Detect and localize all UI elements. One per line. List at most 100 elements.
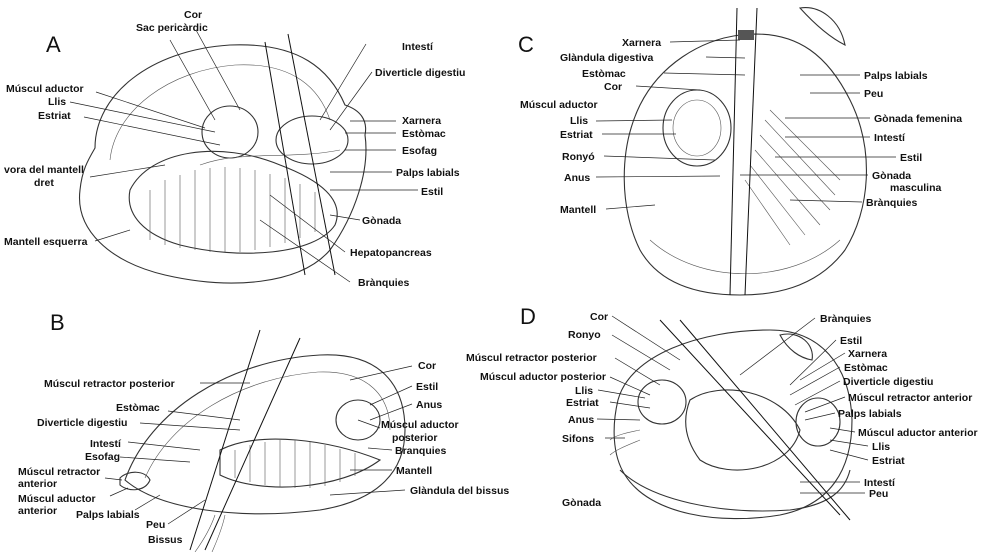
label-d-estriat-2: Estriat (872, 455, 905, 467)
label-b-branquies: Branquies (395, 445, 447, 457)
label-c-glandula-digestiva: Glàndula digestiva (560, 52, 654, 64)
label-d-muscul-retractor-posterior: Múscul retractor posterior (466, 352, 597, 364)
label-d-estriat-1: Estriat (566, 397, 599, 409)
panel-d-mantle-edge (620, 470, 850, 511)
label-d-anus: Anus (568, 414, 594, 426)
label-c-estil: Estil (900, 152, 922, 164)
label-c-anus: Anus (564, 172, 590, 184)
label-d-estomac: Estòmac (844, 362, 888, 374)
label-d-palps-labials: Palps labials (838, 408, 902, 420)
panel-b: B Cor Múscul retractor posterior Es (18, 310, 509, 552)
label-c-branquies: Brànquies (866, 197, 918, 209)
label-b-esofag: Esofag (85, 451, 120, 463)
label-d-diverticle-digestiu: Diverticle digestiu (843, 376, 933, 388)
label-c-gonada: Gònada (872, 170, 911, 182)
label-estil: Estil (421, 186, 443, 198)
panel-a: A Cor Sac pericàr (4, 9, 465, 289)
panel-c-hinge-mark (738, 30, 754, 40)
label-muscul-aductor: Múscul aductor (6, 83, 84, 95)
label-branquies: Brànquies (358, 277, 410, 289)
panel-c-shell (624, 34, 866, 295)
label-c-estriat: Estriat (560, 129, 593, 141)
label-c-cor: Cor (604, 81, 622, 93)
label-c-masculina: masculina (890, 182, 942, 194)
label-estomac: Estòmac (402, 128, 446, 140)
label-estriat: Estriat (38, 110, 71, 122)
label-gonada: Gònada (362, 215, 401, 227)
label-c-llis: Llis (570, 115, 588, 127)
panel-a-style (200, 150, 340, 165)
label-b-muscul-aductor: Múscul aductor (381, 419, 459, 431)
label-c-palps-labials: Palps labials (864, 70, 928, 82)
label-b-anterior-1: anterior (18, 478, 57, 490)
label-b-muscul-retractor: Múscul retractor (18, 466, 100, 478)
label-b-estil: Estil (416, 381, 438, 393)
panel-c-section-line-1 (730, 8, 737, 295)
panel-a-adductor (202, 106, 258, 158)
label-c-estomac: Estòmac (582, 68, 626, 80)
label-xarnera: Xarnera (402, 115, 441, 127)
label-d-gonada: Gònada (562, 497, 601, 509)
label-palps-labials: Palps labials (396, 167, 460, 179)
panel-a-gills (129, 151, 337, 253)
label-cor: Cor (184, 9, 202, 21)
panel-c-letter: C (518, 32, 534, 57)
label-d-xarnera: Xarnera (848, 348, 887, 360)
panel-a-gill-striae (150, 167, 315, 252)
label-b-cor: Cor (418, 360, 436, 372)
label-b-diverticle-digestiu: Diverticle digestiu (37, 417, 127, 429)
label-c-intesti: Intestí (874, 132, 906, 144)
label-c-peu: Peu (864, 88, 883, 100)
label-b-muscul-retractor-posterior: Múscul retractor posterior (44, 378, 175, 390)
label-c-muscul-aductor: Múscul aductor (520, 99, 598, 111)
label-b-anus: Anus (416, 399, 442, 411)
label-diverticle-digestiu: Diverticle digestiu (375, 67, 465, 79)
label-dret: dret (34, 177, 54, 189)
panel-c-section-line-2 (745, 8, 757, 295)
panel-d-posterior-adductor (638, 380, 686, 424)
label-c-mantell: Mantell (560, 204, 596, 216)
label-d-sifons: Sifons (562, 433, 594, 445)
panel-d-visceral-mass (686, 390, 800, 470)
panel-b-section-line-1 (190, 330, 260, 550)
label-b-muscul-aductor-anterior: Múscul aductor (18, 493, 96, 505)
label-d-estil: Estil (840, 335, 862, 347)
panel-b-letter: B (50, 310, 65, 335)
label-b-intesti: Intestí (90, 438, 122, 450)
label-b-mantell: Mantell (396, 465, 432, 477)
panel-c-gill-striae (745, 110, 840, 245)
label-b-peu: Peu (146, 519, 165, 531)
label-d-branquies: Brànquies (820, 313, 872, 325)
label-b-bissus: Bissus (148, 534, 183, 546)
panel-d: D Cor Ronyo Brànquies Estil Múscu (466, 304, 978, 520)
panel-c-adductor-inner (673, 100, 721, 156)
label-intesti: Intestí (402, 41, 434, 53)
panel-a-shell (80, 45, 366, 283)
panel-b-gill-striae (235, 440, 355, 488)
panel-a-letter: A (46, 32, 61, 57)
label-b-palps-labials: Palps labials (76, 509, 140, 521)
label-d-muscul-aductor-posterior: Múscul aductor posterior (480, 371, 606, 383)
label-c-ronyo: Ronyó (562, 151, 595, 163)
label-vora-del-mantell: vora del mantell (4, 164, 84, 176)
label-llis: Llis (48, 96, 66, 108)
label-mantell-esquerra: Mantell esquerra (4, 236, 88, 248)
label-d-muscul-retractor-anterior: Múscul retractor anterior (848, 392, 972, 404)
panel-b-section-line-2 (205, 338, 300, 550)
label-c-gonada-femenina: Gònada femenina (874, 113, 962, 125)
panel-c-mantle-edge (650, 240, 840, 274)
label-d-llis-2: Llis (872, 441, 890, 453)
label-c-xarnera: Xarnera (622, 37, 661, 49)
label-d-llis-1: Llis (575, 385, 593, 397)
label-d-cor: Cor (590, 311, 608, 323)
label-esofag: Esofag (402, 145, 437, 157)
panel-c-ear (800, 8, 845, 45)
label-b-estomac: Estòmac (116, 402, 160, 414)
panel-d-letter: D (520, 304, 536, 329)
label-b-glandula-del-bissus: Glàndula del bissus (410, 485, 509, 497)
panel-d-section-line-1 (660, 320, 840, 515)
panel-b-inner-line (145, 372, 390, 478)
panel-d-anterior-adductor (796, 398, 840, 446)
label-b-anterior-2: anterior (18, 505, 57, 517)
